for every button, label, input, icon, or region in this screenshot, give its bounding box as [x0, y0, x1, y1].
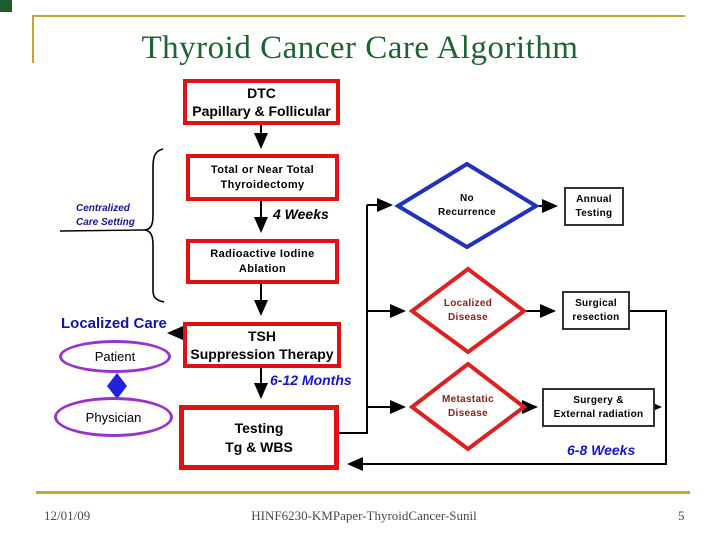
- tsh-line2: Suppression Therapy: [190, 346, 334, 362]
- metastatic-disease-label: Metastatic Disease: [418, 393, 518, 421]
- four-weeks-label: 4 Weeks: [273, 206, 329, 222]
- no-recurrence-diamond: [394, 161, 540, 250]
- trunk-line: [339, 205, 368, 434]
- rai-line2: Ablation: [238, 262, 287, 275]
- localized-disease-diamond: [408, 266, 528, 355]
- testing-box: Testing Tg & WBS: [179, 405, 339, 470]
- bottom-rule: [36, 491, 690, 494]
- no-recurrence-label: No Recurrence: [417, 192, 517, 220]
- surgery-external-radiation-box: Surgery & External radiation: [542, 388, 655, 427]
- thyroidectomy-box: Total or Near Total Thyroidectomy: [186, 154, 339, 201]
- surgery-line1: Surgery &: [573, 394, 624, 406]
- dtc-box: DTC Papillary & Follicular: [183, 79, 340, 125]
- no-recurrence-line2: Recurrence: [437, 207, 497, 218]
- page-title: Thyroid Cancer Care Algorithm: [141, 30, 579, 66]
- metastatic-disease-line1: Metastatic: [442, 394, 494, 405]
- patient-oval: Patient: [59, 340, 171, 373]
- metastatic-disease-diamond: [408, 361, 528, 452]
- surgical-line1: Surgical: [575, 297, 617, 309]
- return-loop-line: [347, 310, 667, 471]
- radioactive-iodine-box: Radioactive Iodine Ablation: [186, 239, 339, 284]
- localized-care-label: Localized Care: [61, 315, 167, 332]
- rai-line1: Radioactive Iodine: [210, 248, 315, 261]
- footer-page-number: 5: [678, 508, 685, 523]
- six-twelve-months-label: 6-12 Months: [270, 372, 352, 388]
- testing-line1: Testing: [234, 420, 284, 437]
- centralized-care-brace: [144, 148, 165, 303]
- testing-line2: Tg & WBS: [225, 438, 293, 455]
- top-rule-corner: [32, 15, 34, 63]
- metastatic-disease-line2: Disease: [448, 408, 488, 419]
- slide-corner-decoration: [0, 0, 12, 12]
- physician-label: Physician: [85, 409, 142, 425]
- six-eight-weeks-label: 6-8 Weeks: [567, 442, 636, 458]
- centralized-line1: Centralized: [76, 203, 130, 214]
- no-recurrence-line1: No: [460, 193, 474, 204]
- tsh-line1: TSH: [248, 327, 276, 344]
- surgery-line2: External radiation: [553, 408, 644, 420]
- footer-date: 12/01/09: [44, 508, 91, 523]
- thyroidectomy-line2: Thyroidectomy: [220, 178, 305, 191]
- footer-document-name: HINF6230-KMPaper-ThyroidCancer-Sunil: [251, 508, 477, 523]
- centralized-care-label-line: [59, 229, 146, 232]
- tsh-suppression-box: TSH Suppression Therapy: [183, 322, 341, 368]
- dtc-line1: DTC: [247, 84, 276, 101]
- surgical-resection-box: Surgical resection: [562, 291, 630, 330]
- annual-line2: Testing: [575, 207, 613, 219]
- annual-testing-box: Annual Testing: [564, 187, 624, 226]
- physician-oval: Physician: [54, 397, 173, 437]
- localized-disease-label: Localized Disease: [418, 297, 518, 325]
- surgical-line2: resection: [572, 311, 620, 323]
- thyroidectomy-line1: Total or Near Total: [210, 164, 315, 177]
- patient-label: Patient: [94, 349, 136, 364]
- centralized-care-setting-label: Centralized Care Setting: [76, 202, 135, 230]
- top-rule: [32, 15, 685, 17]
- localized-disease-line1: Localized: [443, 298, 493, 309]
- patient-physician-connector-diamond: [107, 373, 127, 399]
- dtc-line2: Papillary & Follicular: [192, 103, 331, 119]
- localized-disease-line2: Disease: [448, 312, 488, 323]
- centralized-line2: Care Setting: [76, 217, 135, 228]
- annual-line1: Annual: [576, 193, 612, 205]
